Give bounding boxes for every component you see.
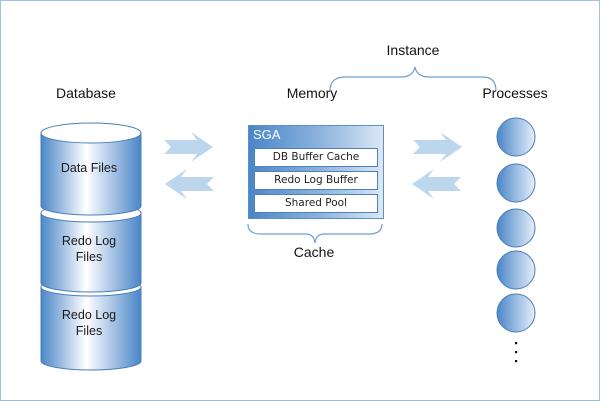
cache-brace <box>247 223 383 244</box>
arrow-left-memory-to-db <box>165 169 214 199</box>
instance-brace <box>329 66 497 92</box>
process-circle <box>496 117 536 157</box>
database-heading: Database <box>56 85 116 101</box>
cylinder-label-data-files: Data Files <box>60 161 118 175</box>
arrow-left-processes-to-memory <box>412 169 461 199</box>
instance-label: Instance <box>386 42 440 58</box>
cylinder-data-files <box>40 122 142 216</box>
cylinder-label-redo-log-2: Redo Log Files <box>61 308 117 338</box>
memory-heading: Memory <box>286 85 338 101</box>
process-circle <box>496 250 536 290</box>
sga-box: SGA DB Buffer Cache Redo Log Buffer Shar… <box>248 125 384 219</box>
process-ellipsis <box>515 342 518 363</box>
process-circle <box>496 293 536 333</box>
arrow-right-memory-to-processes <box>413 132 462 162</box>
sga-title: SGA <box>253 127 281 142</box>
processes-heading: Processes <box>482 85 548 101</box>
sga-item-db-buffer-cache: DB Buffer Cache <box>254 148 378 167</box>
sga-item-shared-pool: Shared Pool <box>254 194 378 213</box>
process-circle <box>496 163 536 203</box>
process-circle <box>496 208 536 248</box>
arrow-right-db-to-memory <box>164 132 213 162</box>
cache-label: Cache <box>293 244 335 260</box>
sga-item-redo-log-buffer: Redo Log Buffer <box>254 171 378 190</box>
cylinder-label-redo-log-1: Redo Log Files <box>61 234 117 264</box>
